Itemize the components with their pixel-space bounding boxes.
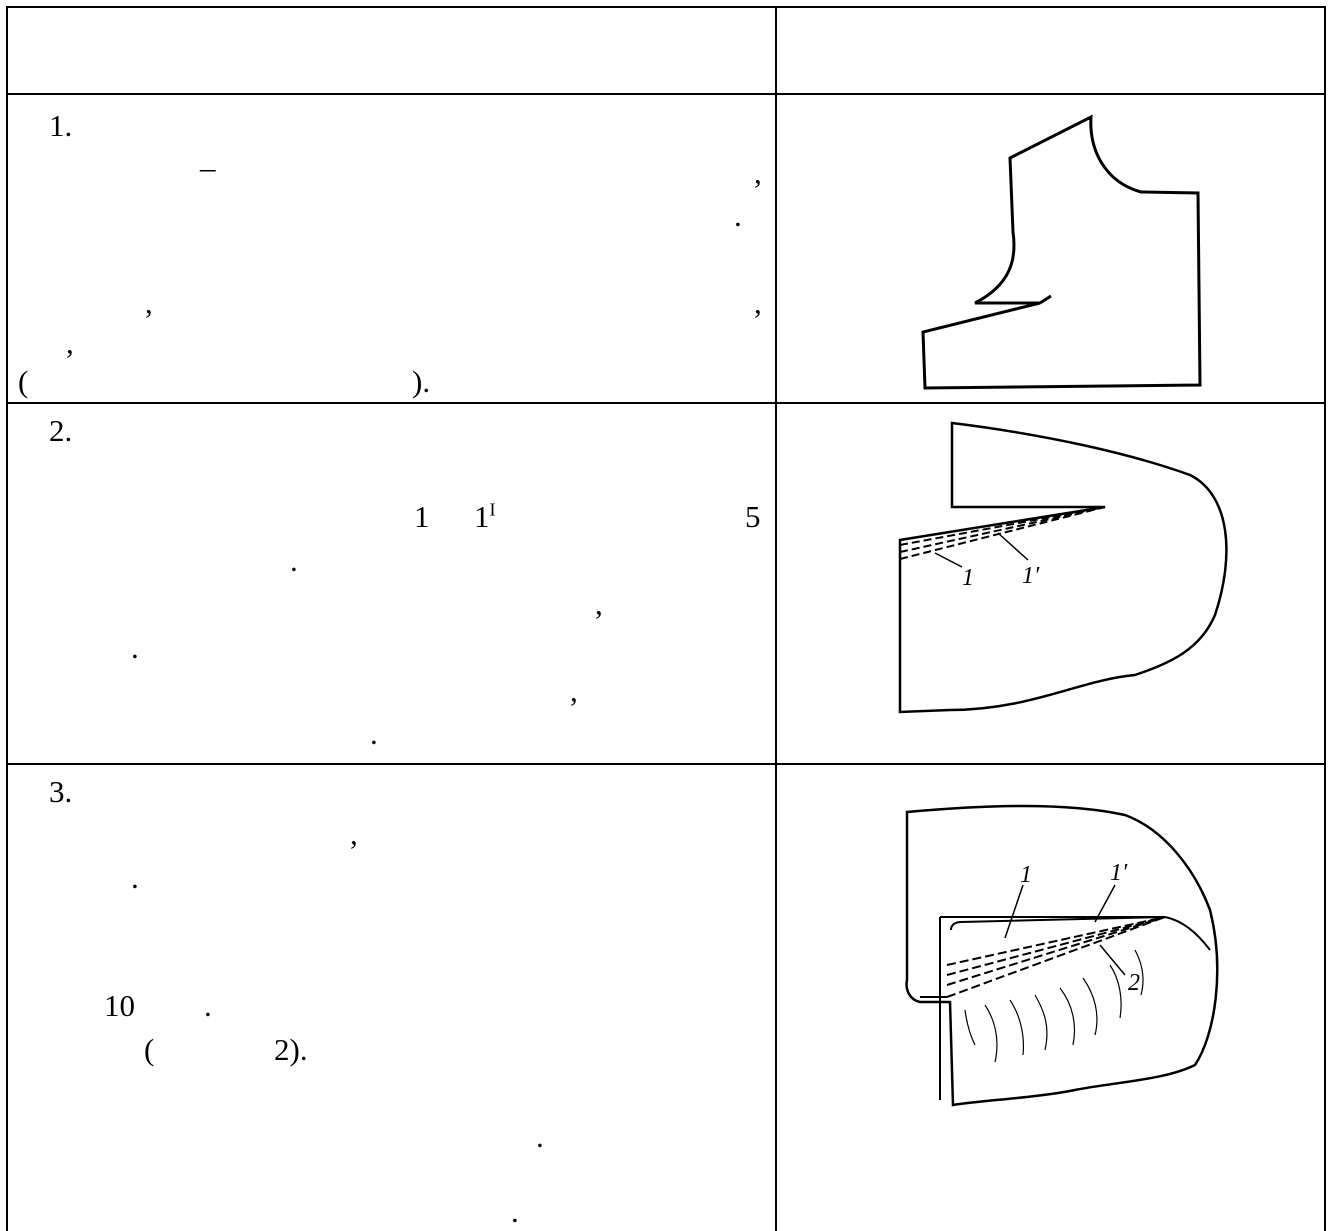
- step-3-paren-open: (: [144, 1032, 155, 1067]
- step-2-period: .: [370, 716, 378, 751]
- step-1-comma: ,: [754, 155, 762, 190]
- step-2-value: 5: [745, 499, 761, 534]
- step-3-comma: ,: [350, 816, 358, 851]
- step-3-period: .: [511, 1194, 519, 1229]
- figure-3-label-1: 1: [1020, 862, 1032, 888]
- figure-2-label-1-prime: 1′: [1022, 563, 1040, 589]
- step-2-comma: ,: [595, 586, 603, 621]
- figure-2-label-1: 1: [962, 565, 974, 591]
- step-3-period: .: [204, 988, 212, 1023]
- step-2-number: 2.: [49, 413, 73, 448]
- step-3-number: 3.: [49, 774, 73, 809]
- figure-3-label-2: 2: [1128, 970, 1140, 996]
- step-3-value: 10: [104, 988, 135, 1023]
- figure-bodice-pattern: [900, 110, 1220, 400]
- table-column-divider: [775, 6, 777, 1231]
- step-1-comma: ,: [66, 325, 74, 360]
- step-3-period: .: [131, 860, 139, 895]
- table-border-top: [6, 6, 1326, 8]
- step-2-period: .: [131, 630, 139, 665]
- step-1-paren-open: (: [18, 364, 29, 399]
- figure-dart-fold: 1 1′: [890, 415, 1250, 725]
- table-divider-row2: [6, 763, 1326, 765]
- figure-gathered-dart: 1 1′ 2: [895, 800, 1225, 1110]
- step-1-number: 1.: [49, 108, 73, 143]
- step-2-comma: ,: [570, 673, 578, 708]
- step-1-dash: –: [200, 150, 216, 185]
- step-3-reference: 2).: [274, 1032, 308, 1067]
- figure-3-label-1-prime: 1′: [1110, 860, 1128, 886]
- table-divider-row1: [6, 402, 1326, 404]
- step-2-value: 1: [414, 499, 430, 534]
- table-divider-header: [6, 93, 1326, 95]
- step-1-period: .: [734, 198, 742, 233]
- step-2-period: .: [290, 543, 298, 578]
- table-border-right: [1324, 6, 1326, 1231]
- table-border-left: [6, 6, 8, 1231]
- step-3-period: .: [536, 1119, 544, 1154]
- step-2-value: 1I: [474, 499, 496, 534]
- step-1-comma: ,: [145, 285, 153, 320]
- step-1-paren-close: ).: [412, 364, 431, 399]
- step-2-superscript: I: [489, 499, 496, 520]
- step-1-comma: ,: [754, 285, 762, 320]
